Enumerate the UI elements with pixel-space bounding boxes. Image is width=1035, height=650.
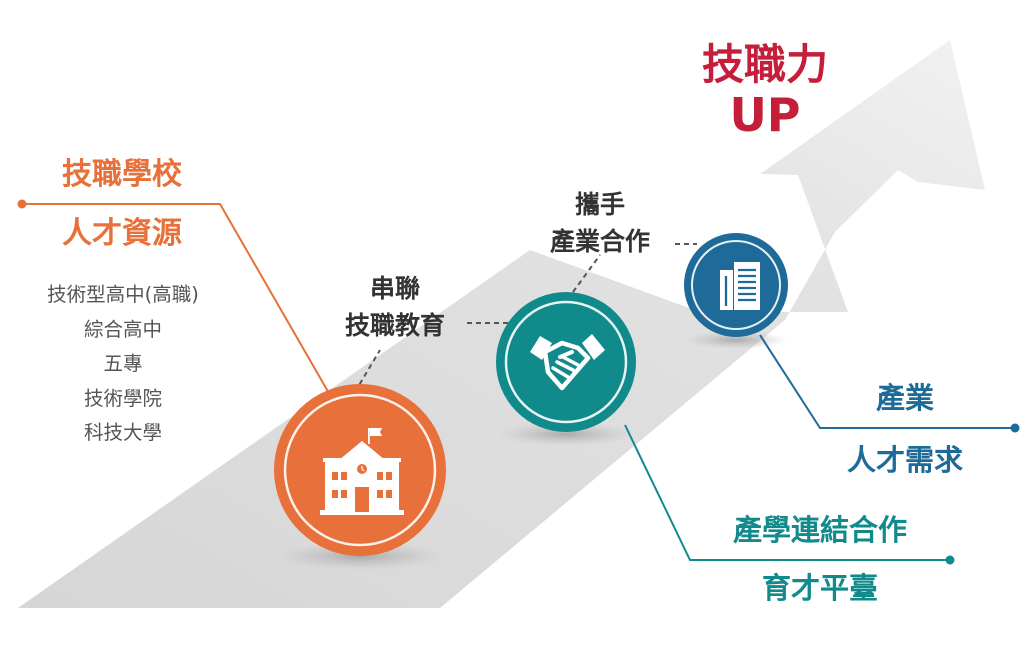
list-item: 技術型高中(高職) — [47, 283, 199, 306]
industry-subtitle: 人才需求 — [846, 443, 963, 477]
school-circle — [274, 384, 446, 556]
connector-school — [17, 199, 331, 396]
list-item: 五專 — [103, 352, 143, 375]
school-type-list: 技術型高中(高職) 綜合高中 五專 技術學院 科技大學 — [18, 278, 228, 451]
cooperation-title: 產學連結合作 — [732, 513, 907, 547]
cooperation-subtitle: 育才平臺 — [761, 571, 878, 605]
handshake-shadow — [496, 422, 636, 446]
step-connect-line2: 技職教育 — [344, 311, 445, 340]
step-hands-line2: 產業合作 — [549, 227, 650, 256]
list-item: 綜合高中 — [83, 317, 162, 341]
upward-arrow-icon — [18, 40, 985, 608]
list-item: 科技大學 — [83, 421, 162, 444]
list-item: 技術學院 — [83, 386, 162, 410]
handshake-circle — [496, 292, 636, 432]
connector-industry — [759, 334, 1020, 433]
dashed-connectors — [354, 243, 697, 393]
school-title: 技職學校 — [62, 157, 182, 192]
headline-line1: 技職力 — [701, 40, 828, 89]
office-building-icon — [720, 262, 760, 310]
headline-line2: UP — [729, 88, 801, 142]
step-hands-line1: 攜手 — [574, 190, 625, 219]
school-subtitle: 人才資源 — [62, 216, 182, 251]
industry-circle — [684, 233, 788, 337]
step-connect-line1: 串聯 — [369, 274, 420, 303]
industry-shadow — [684, 331, 788, 349]
industry-title: 產業 — [875, 381, 934, 415]
handshake-icon — [530, 334, 605, 391]
connector-cooperation — [624, 424, 955, 565]
